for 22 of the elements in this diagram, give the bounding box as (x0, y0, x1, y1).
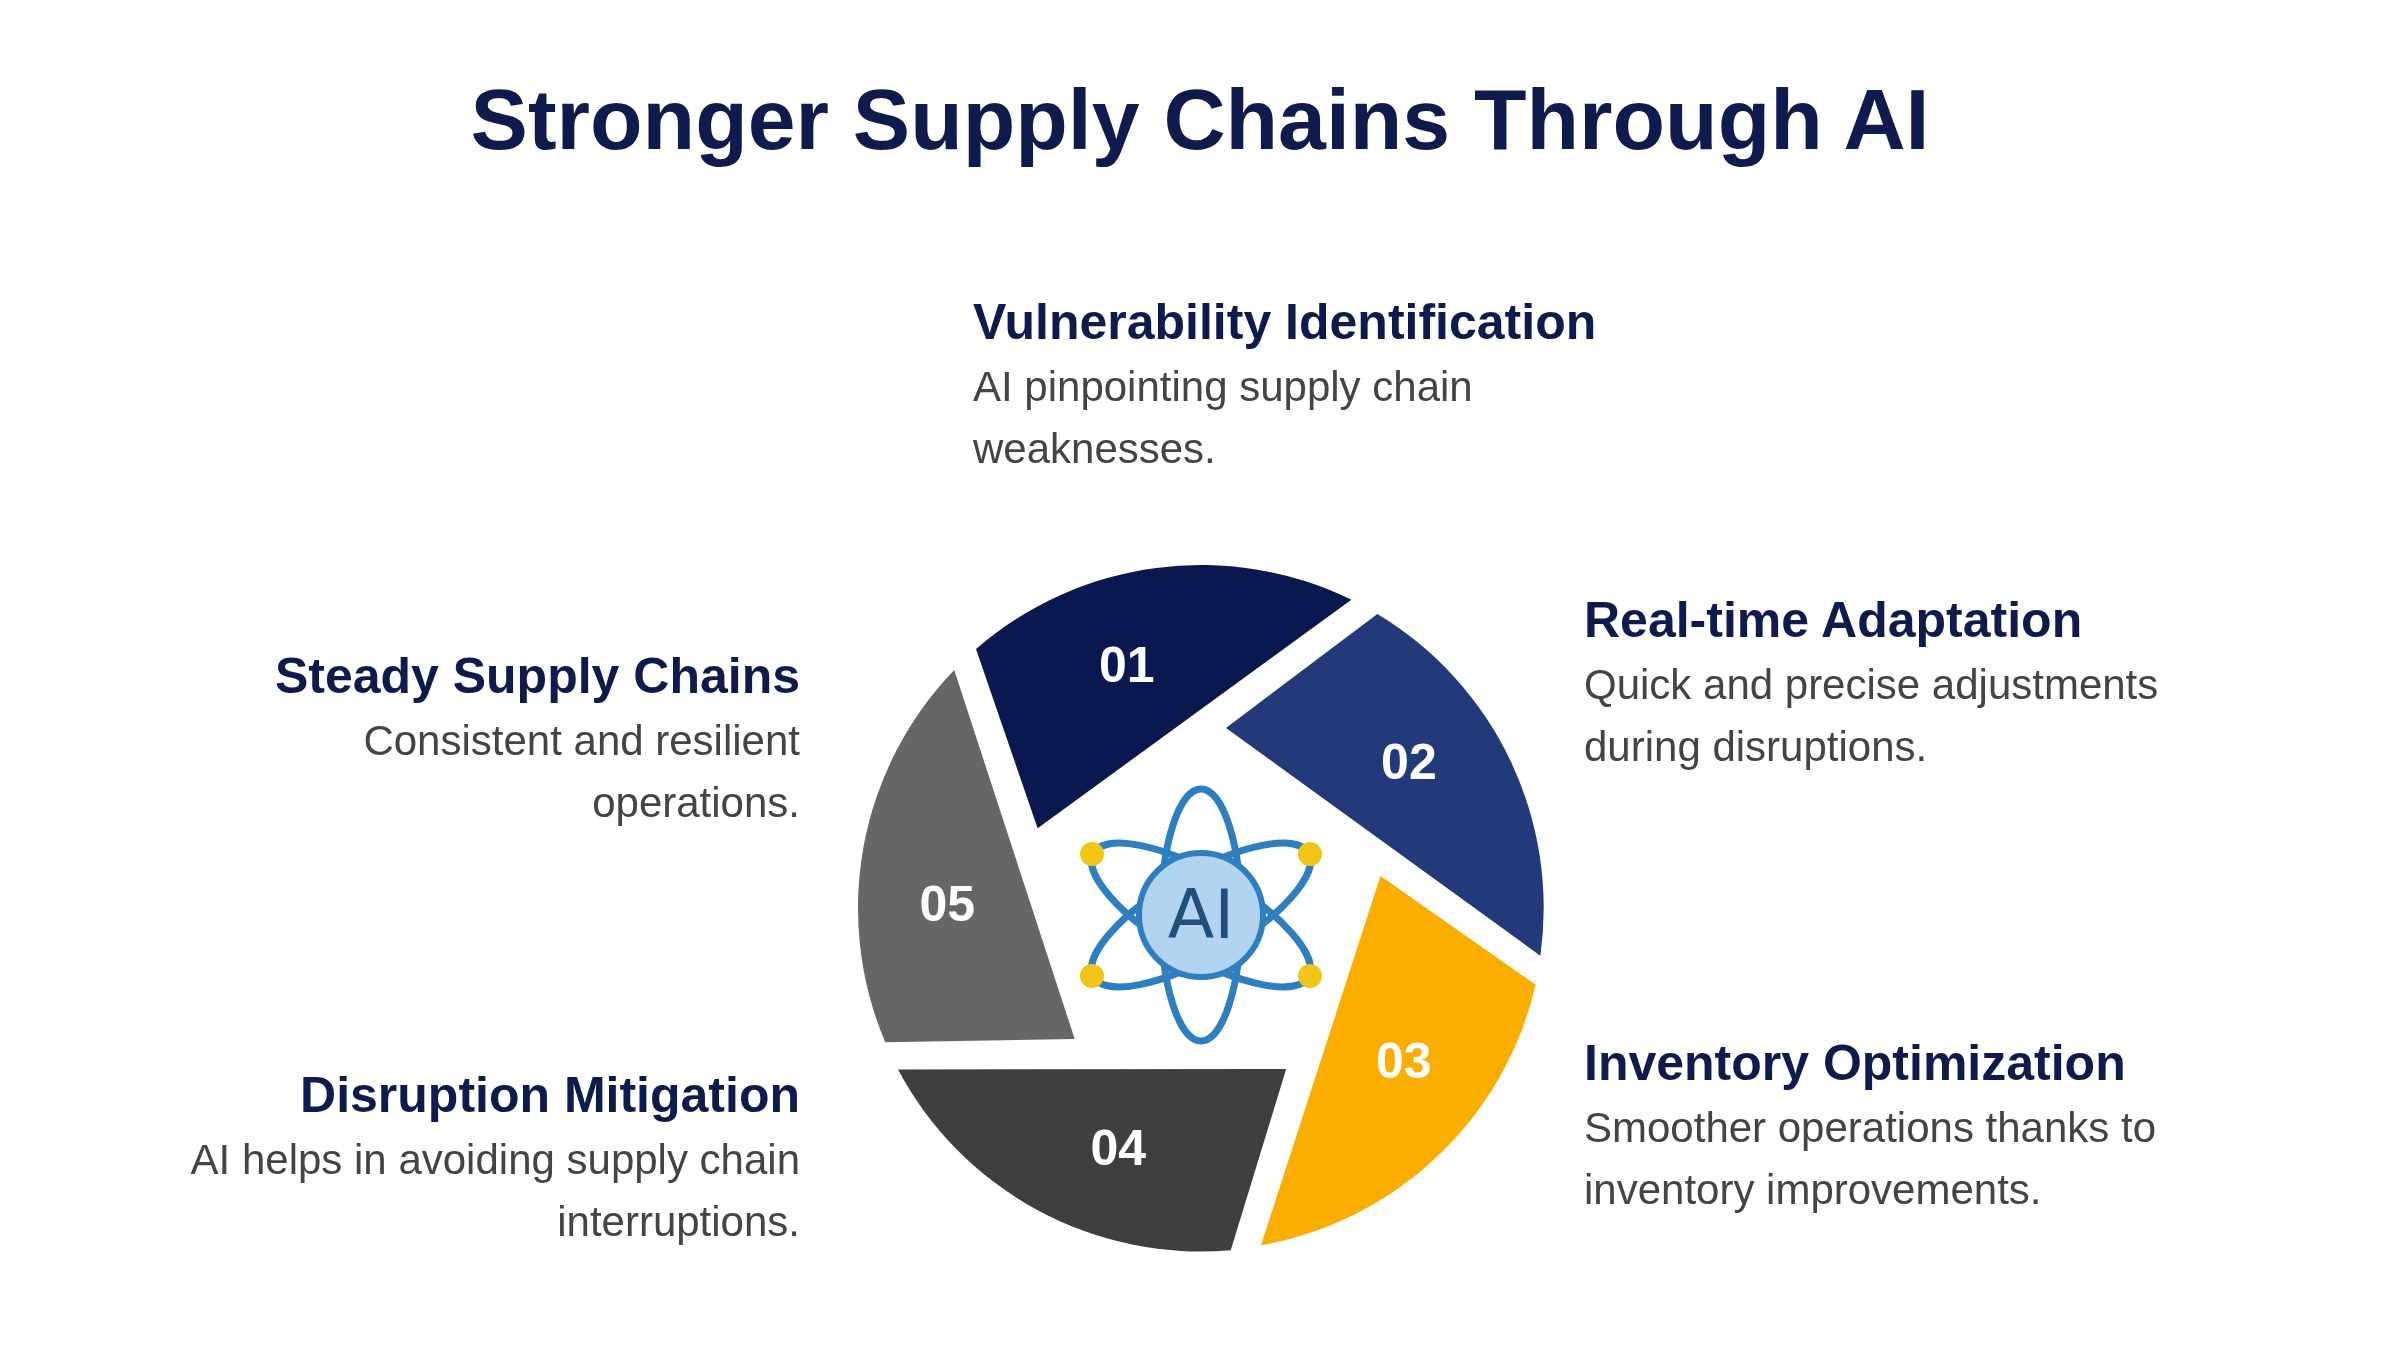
segment-description: Quick and precise adjustments during disruptions. (1584, 660, 2160, 772)
step-number: 03 (1375, 1031, 1432, 1091)
segment-description: Smoother operations thanks to inventory improvements. (1584, 1103, 2157, 1215)
shutter-segment (975, 565, 1352, 829)
step-number: 01 (1098, 636, 1155, 696)
segment-description: AI pinpointing supply chain weaknesses. (973, 362, 1474, 474)
title: Stronger Supply Chains Through AI (469, 70, 1931, 169)
segment-heading: Steady Supply Chains (274, 647, 800, 706)
icon-text: AI (1167, 877, 1235, 953)
segment-heading: Vulnerability Identification (973, 293, 1597, 352)
step-number: 05 (919, 874, 975, 934)
step-number: 02 (1381, 733, 1437, 793)
segment-description: Consistent and resilient operations. (362, 716, 800, 828)
segment-description: AI helps in avoiding supply chain interruptions. (189, 1135, 800, 1247)
segment-heading: Disruption Mitigation (300, 1066, 800, 1125)
shutter-segment (1226, 614, 1544, 956)
step-number: 04 (1090, 1118, 1147, 1178)
shutter-segment (1260, 876, 1536, 1246)
segment-heading: Real-time Adaptation (1584, 591, 2083, 650)
shutter-segment (898, 1068, 1287, 1251)
segment-heading: Inventory Optimization (1584, 1034, 2126, 1093)
shutter-segment (858, 669, 1075, 1042)
